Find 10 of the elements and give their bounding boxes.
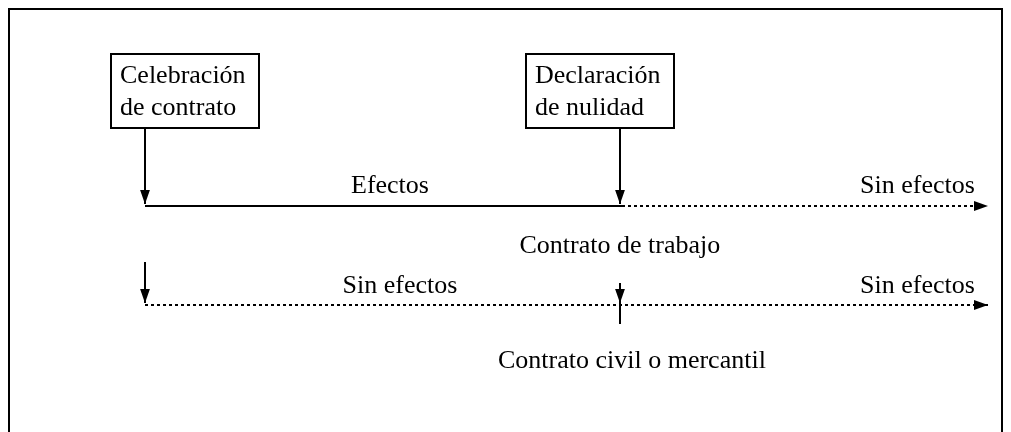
event-box: Declaración de nulidad: [525, 53, 675, 129]
period-label: Sin efectos: [342, 270, 458, 300]
arrow: [615, 128, 625, 205]
period-label: Efectos: [351, 170, 429, 200]
period-label: Sin efectos: [860, 270, 975, 300]
event-box: Celebración de contrato: [110, 53, 260, 129]
period-label: Sin efectos: [860, 170, 975, 200]
arrow: [140, 128, 150, 205]
contract-type-label: Contrato civil o mercantil: [498, 345, 766, 375]
contract-type-label: Contrato de trabajo: [519, 230, 721, 260]
